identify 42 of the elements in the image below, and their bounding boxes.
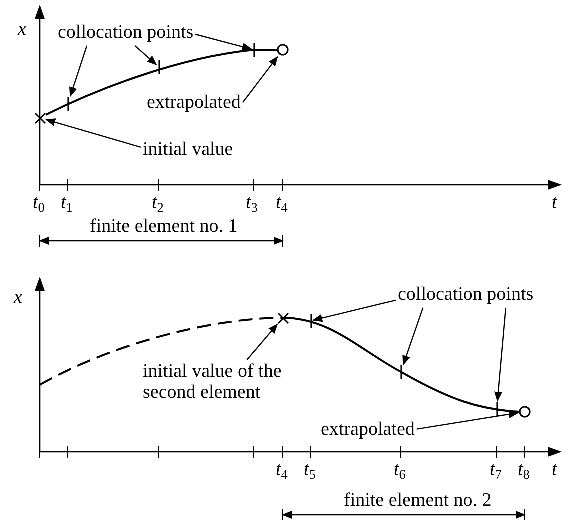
leader-line [195,34,252,51]
callout-text: extrapolated [321,419,415,440]
cross-mark [34,112,46,124]
tick-label: t$_{4}$ [276,193,288,216]
tick-label: t$_{2}$ [152,193,164,216]
leader-line [46,118,142,148]
callout-text: initial value [143,139,234,160]
tick-mark [66,97,70,111]
callout-text: collocation points [398,284,534,305]
axis-label: t [552,460,558,481]
tick-label: t$_{1}$ [61,193,73,216]
tick-label: t$_{6}$ [394,460,406,483]
tick-mark [158,60,160,74]
dimension-label: finite element no. 2 [344,491,492,512]
callout-text: initial value of the second element [143,361,282,403]
leader-line [134,45,158,66]
cross-mark [278,312,288,324]
leader-line [402,308,424,366]
tick-label: t$_{0}$ [33,193,45,216]
axis-label: x [18,20,26,41]
tick-mark [252,43,256,57]
leader-line [416,410,519,430]
callout-text: extrapolated [147,92,241,113]
tick-label: t$_{8}$ [518,460,530,483]
tick-label: t$_{4}$ [276,460,288,483]
circle-mark [277,44,289,56]
tick-label: t$_{7}$ [490,460,502,483]
leader-line [70,46,88,98]
tick-label: t$_{5}$ [304,460,316,483]
leader-line [494,308,507,402]
tick-mark [496,402,498,416]
tick-mark [400,365,402,379]
tick-mark [310,314,312,328]
axis-label: t [552,193,558,214]
callout-text: collocation points [58,22,194,43]
tick-label: t$_{3}$ [246,193,258,216]
leader-line [312,300,396,322]
leader-line [242,56,278,104]
dimension-label: finite element no. 1 [90,217,238,238]
leader-line [246,324,278,360]
axis-label: x [14,288,22,309]
circle-mark [519,406,531,418]
